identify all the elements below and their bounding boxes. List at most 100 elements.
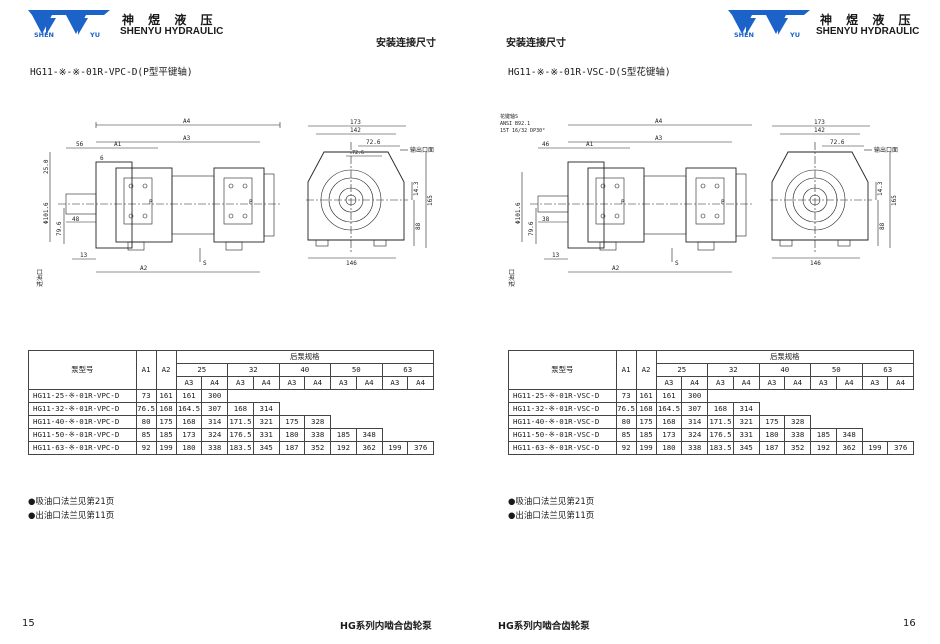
model-title: HG11-※-※-01R-VPC-D(P型平键轴) [30, 67, 193, 78]
sub-head: A3 [707, 376, 734, 390]
dim-79: 79.6 [528, 221, 535, 236]
table-cell: 199 [861, 441, 889, 455]
label-p2: P [721, 199, 725, 206]
table-cell: 192 [330, 441, 357, 455]
table-cell: HG11-32-※-01R-VSC-D [508, 402, 617, 416]
side-view-drawing: A4 A3 A1 56 6 P P S Φ101.6 25.0 48 7 [36, 118, 281, 287]
sub-head: A3 [278, 376, 306, 390]
table-cell: 175 [758, 415, 786, 429]
size-head: 32 [227, 363, 280, 377]
table-cell: 199 [635, 441, 657, 455]
size-head: 63 [861, 363, 915, 377]
table-cell: 321 [732, 415, 760, 429]
logo-text-right: YU [90, 31, 100, 39]
label-out-port: 输出口面 [874, 146, 898, 154]
spline-spec-2: ANSI B92.1 [500, 121, 530, 127]
table-cell: 80 [615, 415, 637, 429]
table-cell: 362 [355, 441, 383, 455]
sub-head: A4 [304, 376, 332, 390]
dim-173: 173 [350, 119, 361, 126]
table-cell: 192 [810, 441, 837, 455]
dim-142: 142 [814, 127, 825, 134]
label-p1: P [621, 199, 625, 206]
table-cell: 376 [407, 441, 434, 455]
dim-143: 14.3 [877, 181, 884, 196]
sub-head: A4 [407, 376, 434, 390]
label-p2: P [249, 199, 253, 206]
dim-88: 88 [415, 222, 422, 230]
table-cell: 85 [615, 428, 637, 442]
table-cell: 173 [655, 428, 683, 442]
table-cell: 168 [155, 402, 177, 416]
table-cell: 164.5 [175, 402, 203, 416]
table-cell: 352 [784, 441, 812, 455]
head-model: 泵型号 [28, 350, 137, 390]
table-cell: 168 [175, 415, 203, 429]
size-head: 25 [175, 363, 229, 377]
label-p1: P [149, 199, 153, 206]
size-head: 40 [758, 363, 812, 377]
dim-a3: A3 [183, 135, 191, 142]
dim-a1: A1 [586, 141, 594, 148]
brand-cn: 神 煜 液 压 [122, 13, 218, 27]
section-title: 安装连接尺寸 [506, 38, 566, 49]
table-cell: HG11-63-※-01R-VPC-D [28, 441, 137, 455]
dim-72b: 72.6 [352, 150, 364, 156]
side-view-drawing: 花键轴S ANSI B92.1 15T 16/32 DP30° A4 A3 A1… [500, 113, 752, 287]
size-head: 32 [707, 363, 760, 377]
table-cell: 171.5 [707, 415, 734, 429]
label-s: S [203, 260, 207, 267]
size-head: 25 [655, 363, 709, 377]
sub-head: A3 [861, 376, 889, 390]
section-title: 安装连接尺寸 [376, 38, 436, 49]
table-cell: 338 [304, 428, 332, 442]
dim-146: 146 [810, 260, 821, 267]
spline-spec-1: 花键轴S [500, 113, 518, 120]
table-cell: 175 [635, 415, 657, 429]
table-cell: 199 [381, 441, 409, 455]
front-view-drawing: 173 142 72.6 输出口面 14.3 165 88 146 [770, 119, 898, 267]
size-head: 63 [381, 363, 435, 377]
table-cell: 168 [707, 402, 734, 416]
table-cell: 199 [155, 441, 177, 455]
dim-13: 13 [80, 252, 88, 259]
table-cell: 161 [175, 389, 203, 403]
table-cell: 185 [155, 428, 177, 442]
table-cell: 185 [330, 428, 357, 442]
note-outlet: ●出油口法兰见第11页 [28, 511, 115, 521]
head-a2: A2 [155, 350, 177, 390]
head-model: 泵型号 [508, 350, 617, 390]
head-a2: A2 [635, 350, 657, 390]
dim-a1: A1 [114, 141, 122, 148]
page-number: 15 [22, 618, 35, 629]
dim-13: 13 [552, 252, 560, 259]
table-cell: HG11-40-※-01R-VSC-D [508, 415, 617, 429]
table-cell: 176.5 [707, 428, 734, 442]
sub-head: A4 [252, 376, 280, 390]
sub-head: A4 [201, 376, 229, 390]
table-cell: 180 [175, 441, 203, 455]
sub-head: A3 [330, 376, 357, 390]
table-cell: 175 [278, 415, 306, 429]
sub-head: A4 [732, 376, 760, 390]
table-cell: 85 [135, 428, 157, 442]
table-cell: 328 [784, 415, 812, 429]
table-cell: 328 [304, 415, 332, 429]
table-cell: 168 [227, 402, 254, 416]
label-in-port: 进油口 [508, 269, 516, 287]
label-out-port: 输出口面 [410, 146, 434, 154]
table-cell: 345 [732, 441, 760, 455]
table-cell: HG11-25-※-01R-VSC-D [508, 389, 617, 403]
dim-46: 46 [542, 141, 550, 148]
table-cell: 80 [135, 415, 157, 429]
sub-head: A4 [355, 376, 383, 390]
model-title: HG11-※-※-01R-VSC-D(S型花键轴) [508, 67, 671, 78]
table-cell: HG11-32-※-01R-VPC-D [28, 402, 137, 416]
dim-101: Φ101.6 [515, 202, 522, 224]
table-cell: 168 [635, 402, 657, 416]
